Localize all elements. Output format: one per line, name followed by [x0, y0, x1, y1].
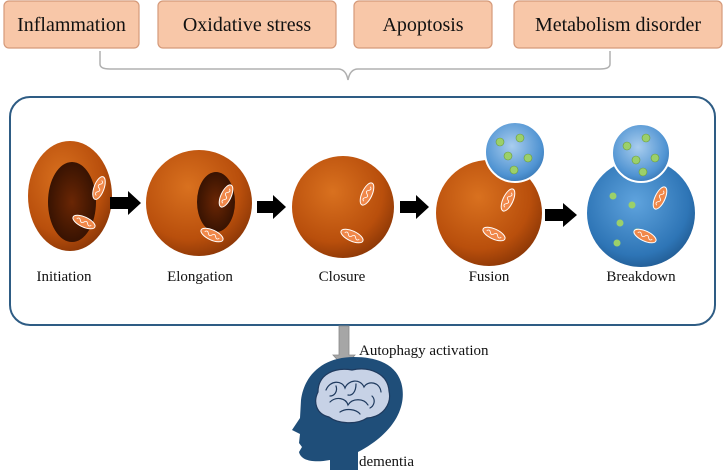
factor-label: Inflammation — [17, 14, 126, 36]
stage-arrow — [400, 195, 429, 219]
stage-label-initiation: Initiation — [37, 269, 92, 285]
fusion-lysosome — [484, 121, 546, 183]
mitochondrion-icon — [72, 214, 96, 230]
elongation-phagophore — [146, 150, 252, 256]
factor-label: Apoptosis — [382, 14, 463, 36]
mitochondrion-icon — [500, 188, 516, 212]
stage-arrow — [110, 191, 141, 215]
stage-arrow — [257, 195, 286, 219]
breakdown-autolysosome — [587, 159, 695, 267]
mitochondrion-icon — [340, 228, 364, 244]
mitochondrion-icon — [359, 182, 375, 206]
mitochondrion-icon — [218, 184, 234, 208]
head-brain-icon — [292, 357, 403, 470]
mitochondrion-icon — [200, 227, 224, 243]
factor-label: Metabolism disorder — [535, 14, 701, 36]
dementia-label: dementia — [359, 454, 414, 470]
breakdown-lysosome — [611, 123, 671, 183]
factor-bracket — [99, 51, 611, 81]
factor-box-metabolism-disorder: Metabolism disorder — [513, 0, 723, 49]
closure-autophagosome — [292, 156, 394, 258]
stage-label-breakdown: Breakdown — [606, 269, 676, 285]
factor-box-apoptosis: Apoptosis — [353, 0, 493, 49]
mitochondrion-icon — [92, 176, 106, 200]
stage-arrow — [545, 203, 577, 227]
factor-box-inflammation: Inflammation — [3, 0, 140, 49]
brain-icon — [315, 368, 391, 424]
stage-label-fusion: Fusion — [469, 269, 510, 285]
mitochondrion-icon — [633, 228, 657, 244]
stage-label-closure: Closure — [319, 269, 366, 285]
autophagy-activation-label: Autophagy activation — [359, 343, 489, 359]
initiation-phagophore — [28, 141, 112, 251]
mitochondrion-icon — [482, 226, 506, 242]
fusion-autophagosome — [436, 160, 542, 266]
factor-box-oxidative-stress: Oxidative stress — [157, 0, 337, 49]
stage-label-elongation: Elongation — [167, 269, 233, 285]
mitochondrion-icon — [652, 186, 668, 210]
factor-label: Oxidative stress — [183, 14, 312, 36]
